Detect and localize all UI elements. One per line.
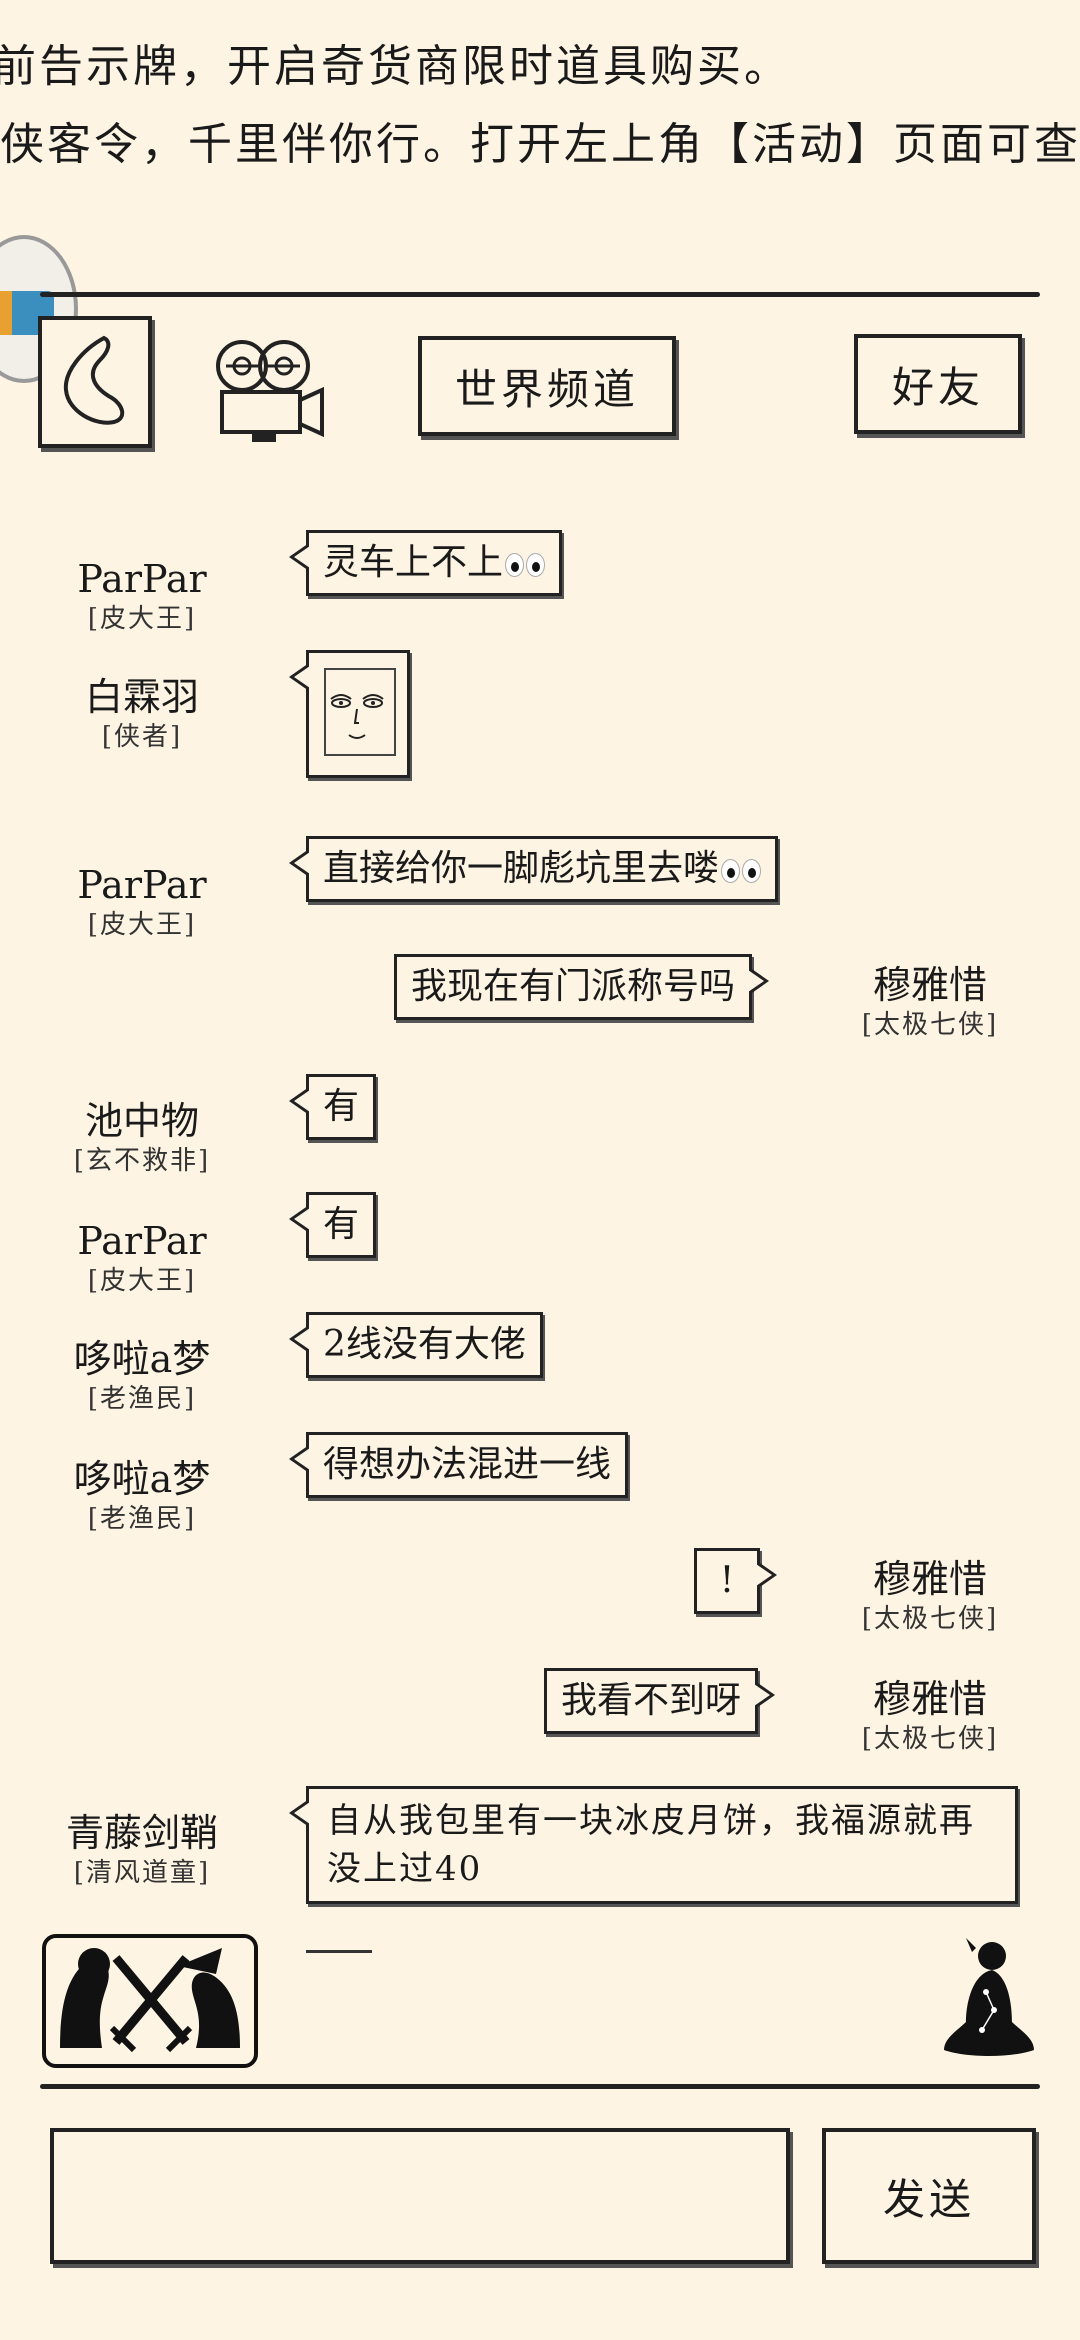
message-text-line: 自从我包里有一块冰皮月饼，我福源就再 <box>327 1801 975 1841</box>
video-camera-button[interactable] <box>212 334 328 446</box>
eyes-emoji-icon <box>719 848 762 889</box>
back-button[interactable] <box>38 316 152 448</box>
chat-bubble-self[interactable]: 我看不到呀 <box>544 1668 776 1734</box>
sender-name: ParPar <box>77 557 207 601</box>
message-sender-self[interactable]: 穆雅惜 [太极七侠] <box>800 962 1060 1042</box>
message-text: 我现在有门派称号吗 <box>411 966 736 1007</box>
sender-title: [太极七侠] <box>861 1010 999 1040</box>
composer-divider <box>40 2084 1040 2089</box>
message-text: 2线没有大佬 <box>323 1324 526 1365</box>
message-sender-self[interactable]: 穆雅惜 [太极七侠] <box>800 1556 1060 1636</box>
chat-bubble-self[interactable]: 我现在有门派称号吗 <box>394 954 770 1020</box>
notice-line-1: 前告示牌，开启奇货商限时道具购买。 <box>0 41 791 92</box>
message-sender[interactable]: 哆啦a梦 [老渔民] <box>12 1336 272 1416</box>
message-text: ! <box>719 1560 735 1601</box>
message-sender[interactable]: ParPar [皮大王] <box>12 556 272 636</box>
sender-title: [皮大王] <box>87 604 197 634</box>
sender-title: [侠者] <box>101 722 183 752</box>
sender-title: [皮大王] <box>87 1266 197 1296</box>
sender-name: 穆雅惜 <box>872 1557 987 1601</box>
eyes-emoji-icon <box>503 542 546 583</box>
send-button[interactable]: 发送 <box>822 2128 1036 2264</box>
tab-friends[interactable]: 好友 <box>854 334 1022 434</box>
chat-bubble[interactable]: 2线没有大佬 <box>289 1312 543 1378</box>
sender-name: 白霖羽 <box>84 675 199 719</box>
sender-name: 池中物 <box>84 1099 199 1143</box>
message-text: 有 <box>323 1204 360 1245</box>
video-camera-icon <box>216 340 324 442</box>
sender-name: ParPar <box>77 863 207 907</box>
tab-world-channel[interactable]: 世界频道 <box>418 336 676 436</box>
chat-bubble[interactable]: 有 <box>288 1192 377 1258</box>
message-sender[interactable]: 哆啦a梦 [老渔民] <box>12 1456 272 1536</box>
message-text-line: 没上过40 <box>327 1849 483 1889</box>
sender-name: 穆雅惜 <box>872 963 987 1007</box>
chat-bubble[interactable]: 灵车上不上 <box>288 530 563 596</box>
sender-title: [皮大王] <box>87 910 197 940</box>
sender-name: 哆啦a梦 <box>73 1337 211 1381</box>
sender-name: 青藤剑鞘 <box>65 1811 218 1855</box>
chat-bubble-self[interactable]: ! <box>694 1548 777 1614</box>
face-sticker-icon <box>324 668 396 756</box>
chat-input[interactable] <box>50 2128 790 2264</box>
chat-bubble[interactable]: 直接给你一脚彪坑里去喽 <box>288 836 779 902</box>
message-text: 我看不到呀 <box>561 1680 742 1721</box>
message-sender[interactable]: ParPar [皮大王] <box>12 862 272 942</box>
sender-title: [玄不救非] <box>73 1146 211 1176</box>
message-text: 直接给你一脚彪坑里去喽 <box>323 848 720 889</box>
sender-title: [老渔民] <box>87 1384 197 1414</box>
sender-title: [清风道童] <box>73 1858 211 1888</box>
sender-name: 哆啦a梦 <box>73 1457 211 1501</box>
message-sender-self[interactable]: 穆雅惜 [太极七侠] <box>800 1676 1060 1756</box>
sender-title: [太极七侠] <box>861 1724 999 1754</box>
message-sender[interactable]: 池中物 [玄不救非] <box>12 1098 272 1178</box>
message-text: 得想办法混进一线 <box>323 1444 612 1485</box>
message-sender[interactable]: 青藤剑鞘 [清风道童] <box>12 1810 272 1890</box>
message-text: 有 <box>323 1086 360 1127</box>
chat-bubble[interactable]: 得想办法混进一线 <box>288 1432 629 1498</box>
sender-name: ParPar <box>77 1219 207 1263</box>
sender-title: [老渔民] <box>87 1504 197 1534</box>
meditation-button[interactable] <box>936 1934 1040 2068</box>
notice-line-2: 侠客令，千里伴你行。打开左上角【活动】页面可查看 <box>0 119 1080 170</box>
message-text: 灵车上不上 <box>323 542 504 583</box>
duel-button[interactable] <box>42 1934 258 2068</box>
chat-bubble-sticker[interactable] <box>289 650 410 778</box>
sender-title: [太极七侠] <box>861 1604 999 1634</box>
back-arrow-icon <box>63 335 125 425</box>
meditation-icon <box>944 1938 1034 2056</box>
chat-bubble[interactable]: 有 <box>288 1074 377 1140</box>
typing-indicator <box>306 1950 372 1953</box>
duel-swords-icon <box>60 1948 240 2053</box>
header-divider <box>40 292 1040 297</box>
message-sender[interactable]: ParPar [皮大王] <box>12 1218 272 1298</box>
chat-bubble[interactable]: 自从我包里有一块冰皮月饼，我福源就再 没上过40 <box>289 1786 1018 1904</box>
sender-name: 穆雅惜 <box>872 1677 987 1721</box>
message-sender[interactable]: 白霖羽 [侠者] <box>12 674 272 754</box>
